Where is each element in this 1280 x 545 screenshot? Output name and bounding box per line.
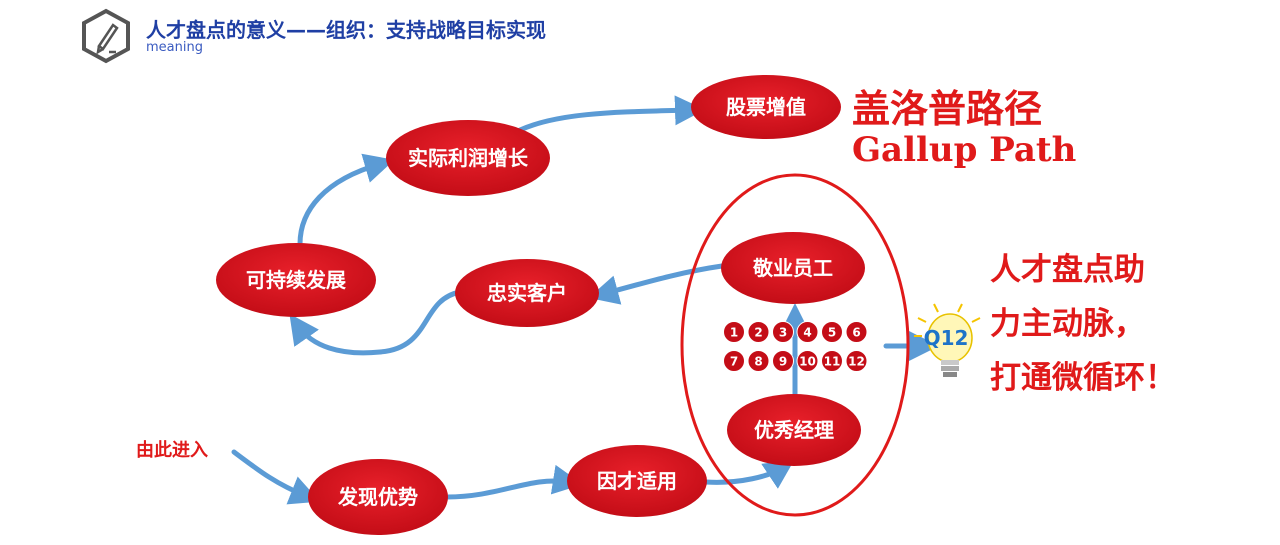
node-customer: 忠实客户	[455, 259, 599, 327]
svg-text:10: 10	[799, 355, 816, 369]
svg-text:6: 6	[852, 326, 860, 340]
q12-number-2: 2	[747, 321, 770, 343]
svg-text:实际利润增长: 实际利润增长	[408, 146, 529, 170]
arrow-profit-to-stock	[517, 95, 705, 133]
svg-text:7: 7	[730, 355, 738, 369]
svg-text:股票增值: 股票增值	[726, 95, 806, 119]
svg-text:3: 3	[779, 326, 787, 340]
svg-text:可持续发展: 可持续发展	[246, 268, 346, 292]
node-engaged: 敬业员工	[721, 232, 865, 304]
svg-text:12: 12	[848, 355, 865, 369]
q12-number-7: 7	[723, 350, 745, 372]
svg-text:5: 5	[828, 326, 836, 340]
svg-text:因才适用: 因才适用	[597, 469, 677, 493]
q12-number-6: 6	[845, 321, 868, 343]
arrow-fit-to-manager	[703, 459, 795, 489]
q12-number-1: 1	[723, 321, 745, 343]
entry-label: 由此进入	[136, 440, 208, 461]
page-subtitle: meaning	[146, 40, 203, 55]
q12-number-9: 9	[772, 350, 794, 372]
q12-number-8: 8	[747, 350, 770, 372]
svg-text:Q12: Q12	[924, 326, 969, 350]
gallup-title-cn: 盖洛普路径	[852, 86, 1043, 131]
q12-number-3: 3	[772, 321, 794, 343]
svg-text:敬业员工: 敬业员工	[752, 256, 833, 280]
pencil-hexagon-icon	[82, 8, 130, 64]
svg-text:忠实客户: 忠实客户	[487, 281, 567, 305]
node-fit: 因才适用	[567, 445, 707, 517]
q12-number-4: 4	[796, 321, 819, 343]
right-text-line-1: 人才盘点助	[990, 252, 1145, 288]
svg-text:2: 2	[754, 326, 762, 340]
svg-text:1: 1	[730, 326, 738, 340]
node-sustain: 可持续发展	[216, 243, 376, 317]
q12-number-12: 12	[845, 350, 868, 372]
arrow-entry-to-discover	[231, 449, 320, 505]
node-manager: 优秀经理	[727, 394, 861, 466]
engagement-ellipse	[680, 173, 910, 517]
svg-text:8: 8	[754, 355, 762, 369]
arrow-discover-to-fit	[444, 464, 583, 500]
svg-text:发现优势: 发现优势	[337, 485, 418, 509]
svg-text:9: 9	[779, 355, 787, 369]
q12-number-5: 5	[821, 321, 843, 343]
arrow-customer-to-sustain	[289, 289, 463, 356]
right-text-line-2: 力主动脉，	[990, 306, 1145, 342]
page-title: 人才盘点的意义——组织：支持战略目标实现	[146, 18, 546, 42]
node-stock: 股票增值	[691, 75, 841, 139]
gallup-title-en: Gallup Path	[852, 130, 1077, 170]
q12-number-11: 11	[821, 350, 843, 372]
svg-text:优秀经理: 优秀经理	[754, 418, 834, 442]
svg-text:11: 11	[824, 355, 841, 369]
arrow-sustain-to-profit	[297, 153, 395, 247]
q12-lightbulb-icon: Q12	[914, 303, 981, 377]
node-discover: 发现优势	[308, 459, 448, 535]
arrow-engaged-to-customer	[588, 263, 725, 305]
q12-number-10: 10	[796, 350, 819, 372]
node-profit: 实际利润增长	[386, 120, 550, 196]
svg-text:4: 4	[803, 326, 811, 340]
right-text-line-3: 打通微循环！	[990, 360, 1176, 396]
